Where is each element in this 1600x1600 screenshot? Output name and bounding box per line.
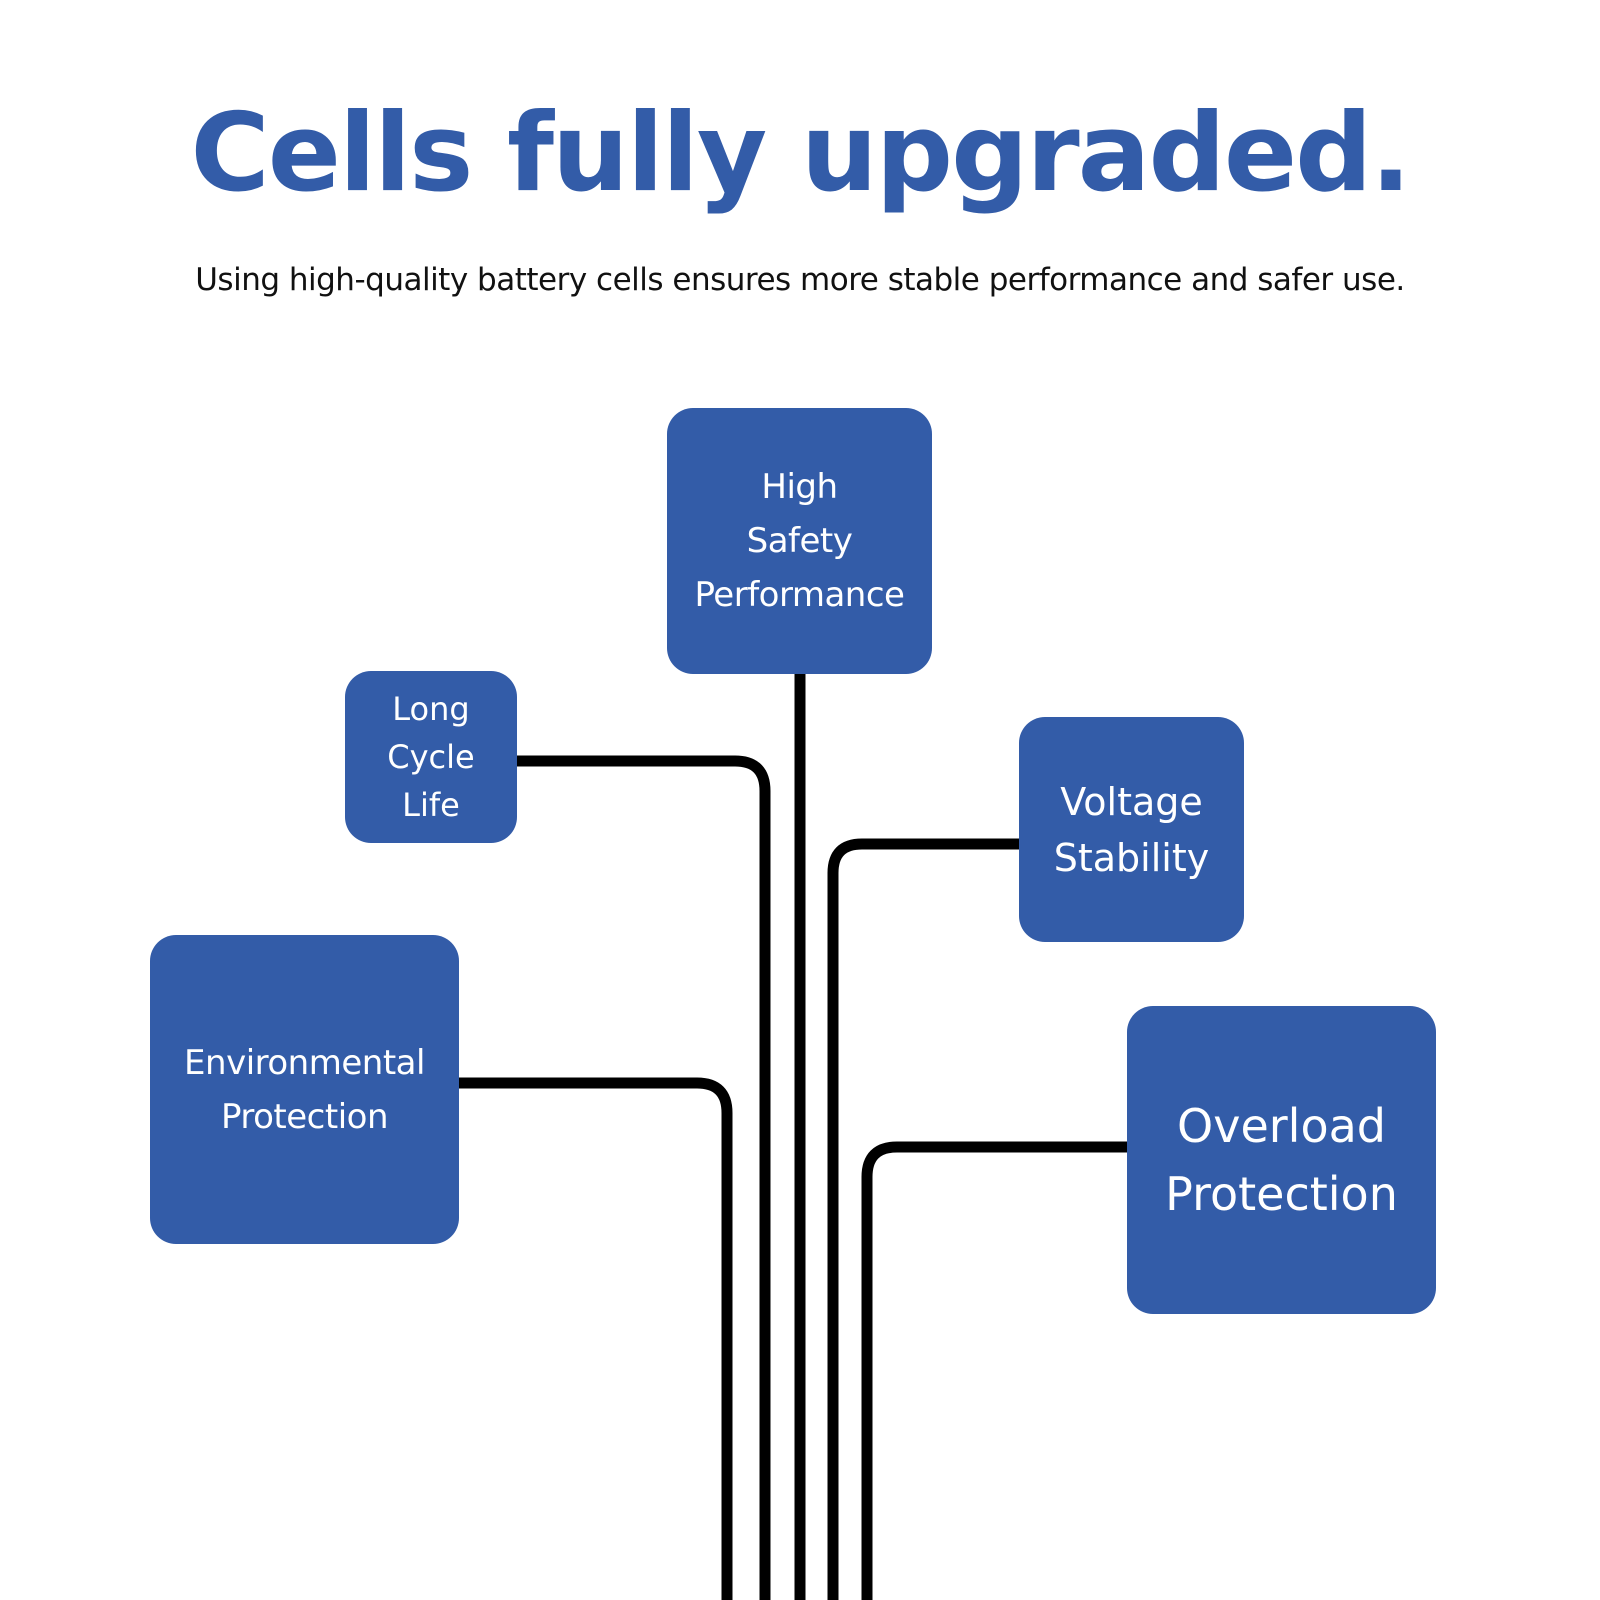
- feature-box-environmental-protection: Environmental Protection: [150, 935, 459, 1244]
- feature-label: Voltage Stability: [1053, 779, 1210, 880]
- connector-long-cycle: [517, 755, 771, 1600]
- feature-box-high-safety-performance: High Safety Performance: [667, 408, 932, 674]
- feature-label: High Safety Performance: [694, 467, 905, 615]
- connector-voltage: [827, 838, 1019, 1600]
- feature-box-long-cycle-life: Long Cycle Life: [345, 671, 517, 843]
- feature-box-overload-protection: Overload Protection: [1127, 1006, 1436, 1314]
- page-subtitle: Using high-quality battery cells ensures…: [195, 262, 1405, 298]
- connector-overload: [861, 1141, 1127, 1600]
- feature-label: Overload Protection: [1165, 1099, 1398, 1221]
- connector-environmental: [459, 1077, 733, 1600]
- feature-label: Long Cycle Life: [387, 690, 475, 824]
- feature-label: Environmental Protection: [184, 1042, 425, 1137]
- feature-box-voltage-stability: Voltage Stability: [1019, 717, 1244, 942]
- page-title: Cells fully upgraded.: [190, 91, 1412, 216]
